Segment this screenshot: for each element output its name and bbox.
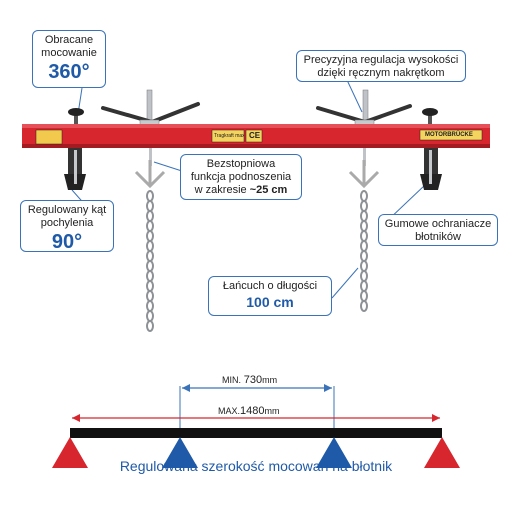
right-lifting-assembly — [316, 89, 412, 189]
rubber-callout: Gumowe ochraniacze błotników — [378, 214, 498, 246]
precision-callout: Precyzyjna regulacja wysokości dzięki rę… — [296, 50, 466, 82]
rotation-line2: mocowanie — [41, 47, 97, 59]
stepless-line2: funkcja podnoszenia — [190, 171, 292, 183]
rotation-line1: Obracane — [44, 34, 94, 46]
max-value: 1480 — [240, 405, 265, 417]
left-chain — [146, 190, 154, 332]
warning-sticker — [35, 129, 63, 145]
ce-plate — [245, 129, 263, 143]
rubber-line2: błotników — [415, 231, 461, 243]
precision-line2: dzięki ręcznym nakrętkom — [317, 67, 445, 79]
rating-plate-text: Tragkraft max. 500 kg — [214, 133, 244, 139]
rating-plate — [211, 129, 245, 143]
max-prefix: MAX. — [218, 406, 241, 416]
ce-mark: CE — [249, 131, 261, 140]
stepless-line1: Bezstopniowa — [206, 158, 276, 170]
max-width-label: MAX.1480mm — [218, 405, 280, 417]
rotation-value: 360° — [48, 61, 90, 83]
rubber-line1: Gumowe ochraniacze — [384, 218, 492, 230]
min-value: 730 — [243, 374, 263, 386]
right-chain — [360, 190, 368, 312]
diagram-beam — [70, 428, 442, 438]
chain-value: 100 cm — [246, 294, 294, 310]
inner-left-support — [162, 437, 198, 468]
left-fender-clamp — [64, 148, 86, 190]
min-prefix: MIN. — [222, 375, 241, 385]
right-fender-clamp — [420, 148, 442, 190]
chain-callout: Łańcuch o długości 100 cm — [208, 276, 332, 316]
brand-label: MOTORBRÜCKE — [425, 132, 473, 138]
chain-line1: Łańcuch o długości — [222, 280, 318, 292]
stepless-range: ~25 cm — [249, 184, 288, 196]
caption: Regulowana szerokość mocowań na błotnik — [119, 458, 393, 474]
outer-left-support — [52, 437, 88, 468]
min-width-label: MIN. 730mm — [222, 374, 277, 386]
tilt-callout: Regulowany kąt pochylenia 90° — [20, 200, 114, 253]
tilt-line2: pochylenia — [40, 217, 94, 229]
right-mount-knob — [422, 108, 438, 126]
brand-plate — [419, 129, 483, 141]
max-unit: mm — [264, 406, 280, 416]
width-diagram — [52, 384, 460, 468]
rotation-callout: Obracane mocowanie 360° — [32, 30, 106, 88]
inner-right-support — [316, 437, 352, 468]
tilt-line1: Regulowany kąt — [27, 204, 107, 216]
precision-line1: Precyzyjna regulacja wysokości — [303, 54, 459, 66]
tilt-value: 90° — [51, 231, 83, 253]
stepless-line3-prefix: w zakresie — [194, 184, 250, 196]
outer-right-support — [424, 437, 460, 468]
stepless-callout: Bezstopniowa funkcja podnoszenia w zakre… — [180, 154, 302, 200]
left-mount-knob — [68, 108, 84, 126]
min-unit: mm — [262, 375, 278, 385]
